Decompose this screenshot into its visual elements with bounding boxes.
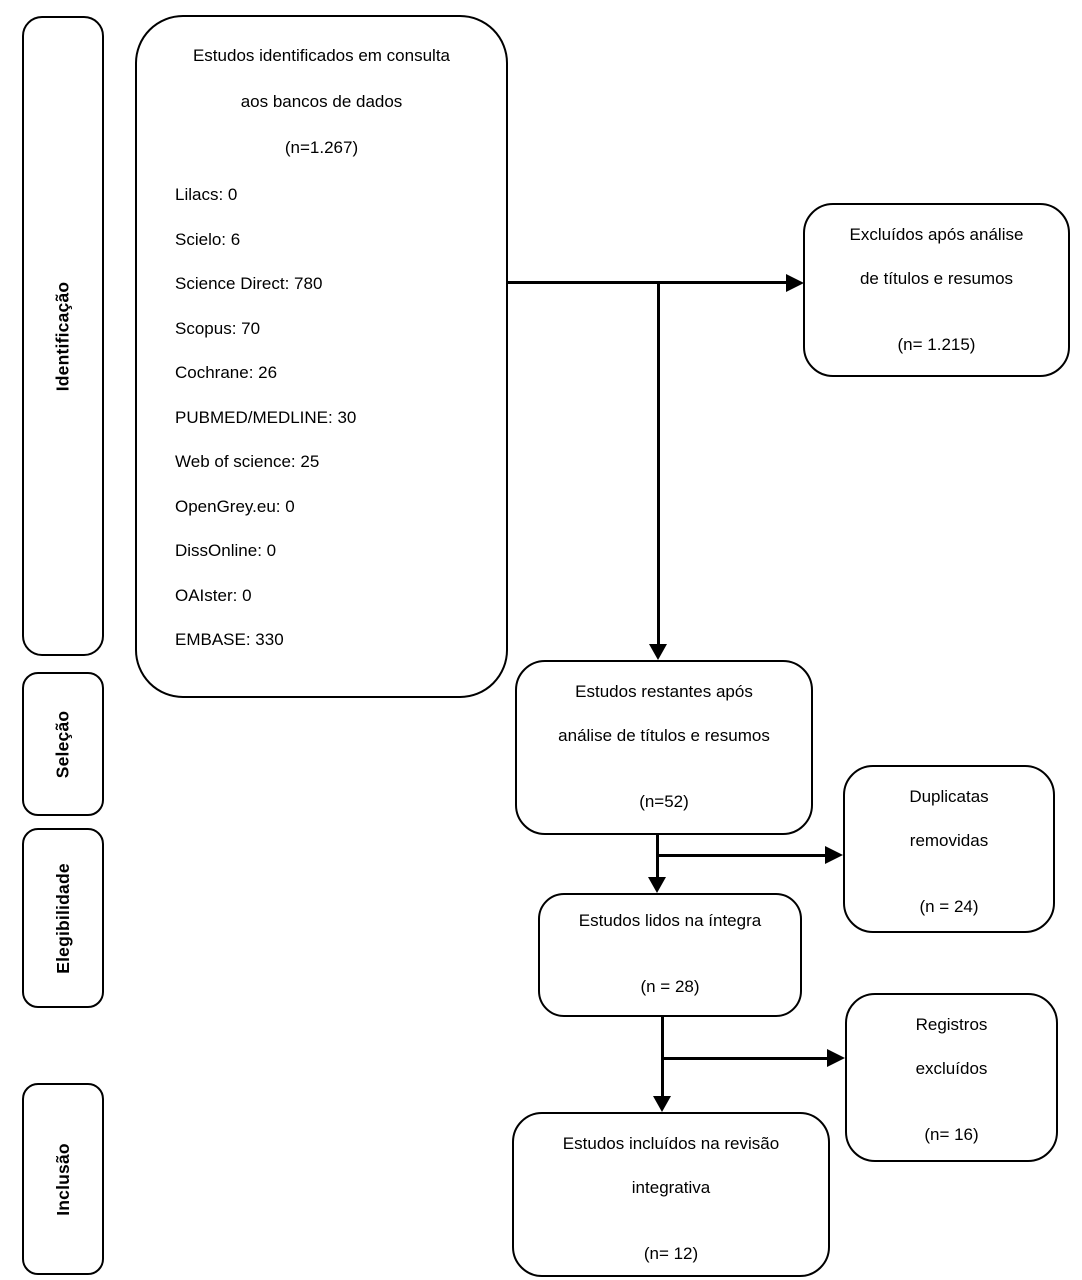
database-item: Science Direct: 780	[175, 274, 323, 293]
database-item: OpenGrey.eu: 0	[175, 496, 295, 516]
arrowhead-down-fulltext-icon	[648, 877, 666, 893]
database-item: Lilacs: 0	[175, 185, 238, 204]
database-item: PUBMED/MEDLINE: 30	[175, 407, 357, 427]
excluded-count: (n= 1.215)	[897, 335, 976, 354]
connector-remaining-to-duplicates	[656, 854, 825, 857]
connector-fulltext-to-records-excluded	[661, 1057, 827, 1060]
remaining-count: (n=52)	[639, 792, 689, 811]
arrowhead-right-duplicates-icon	[825, 846, 843, 864]
remaining-line1: Estudos restantes após	[575, 682, 753, 701]
stage-label-eligibility: Elegibilidade	[52, 862, 73, 974]
arrowhead-down-included-icon	[653, 1096, 671, 1112]
remaining-line2: análise de títulos e resumos	[558, 726, 770, 745]
stage-box-eligibility: Elegibilidade	[22, 828, 104, 1008]
box-remaining-after-screening: Estudos restantes após análise de título…	[515, 660, 813, 835]
connector-identified-to-remaining	[657, 283, 660, 645]
identified-title-line1: Estudos identificados em consulta	[192, 46, 451, 65]
identified-count: (n=1.267)	[284, 138, 359, 157]
box-identified-studies: Estudos identificados em consulta aos ba…	[135, 15, 508, 698]
records-count: (n= 16)	[924, 1125, 979, 1144]
records-line2: excluídos	[915, 1059, 988, 1078]
stage-box-selection: Seleção	[22, 672, 104, 816]
box-duplicates-removed: Duplicatas removidas (n = 24)	[843, 765, 1055, 933]
connector-identified-to-excluded	[508, 281, 788, 284]
duplicates-line1: Duplicatas	[909, 787, 989, 806]
excluded-line1: Excluídos após análise	[849, 225, 1024, 244]
database-item: OAIster: 0	[175, 585, 252, 605]
box-included-in-review: Estudos incluídos na revisão integrativa…	[512, 1112, 830, 1277]
box-records-excluded: Registros excluídos (n= 16)	[845, 993, 1058, 1162]
database-item: DissOnline: 0	[175, 541, 277, 560]
included-line2: integrativa	[631, 1178, 711, 1197]
identified-title-line2: aos bancos de dados	[240, 92, 403, 111]
database-item: Scopus: 70	[175, 318, 261, 338]
stage-label-inclusion: Inclusão	[52, 1142, 73, 1216]
fulltext-line1: Estudos lidos na íntegra	[578, 911, 762, 930]
duplicates-line2: removidas	[909, 831, 989, 850]
database-item: EMBASE: 330	[175, 630, 284, 649]
stage-label-identification: Identificação	[52, 281, 73, 391]
box-excluded-after-screening: Excluídos após análise de títulos e resu…	[803, 203, 1070, 377]
database-list: Lilacs: 0 Scielo: 6 Science Direct: 780 …	[137, 173, 506, 663]
excluded-line2: de títulos e resumos	[859, 269, 1014, 288]
connector-fulltext-to-included	[661, 1017, 664, 1096]
records-line1: Registros	[915, 1015, 988, 1034]
database-item: Scielo: 6	[175, 229, 241, 249]
duplicates-count: (n = 24)	[919, 897, 979, 916]
box-read-full-text: Estudos lidos na íntegra (n = 28)	[538, 893, 802, 1017]
stage-box-inclusion: Inclusão	[22, 1083, 104, 1275]
included-line1: Estudos incluídos na revisão	[562, 1134, 780, 1153]
fulltext-count: (n = 28)	[640, 977, 700, 996]
database-item: Web of science: 25	[175, 452, 320, 471]
arrowhead-right-records-icon	[827, 1049, 845, 1067]
arrowhead-right-excluded-icon	[786, 274, 804, 292]
stage-box-identification: Identificação	[22, 16, 104, 656]
database-item: Cochrane: 26	[175, 363, 278, 382]
arrowhead-down-remaining-icon	[649, 644, 667, 660]
stage-label-selection: Seleção	[52, 710, 73, 778]
included-count: (n= 12)	[643, 1244, 699, 1263]
